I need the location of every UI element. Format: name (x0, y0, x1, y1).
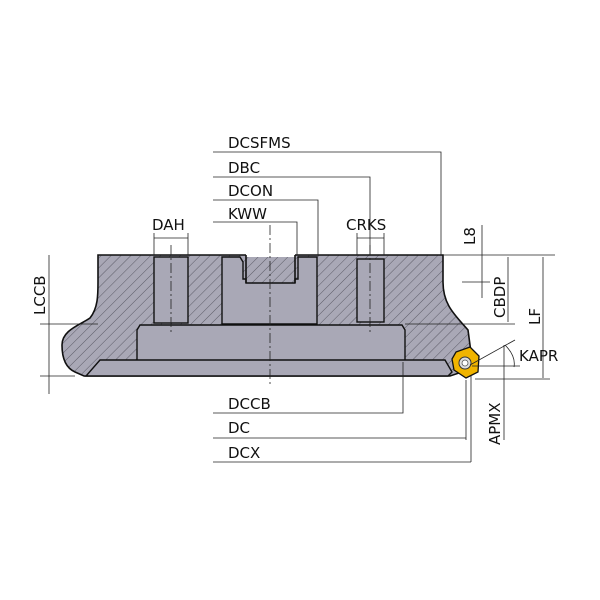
label-dc: DC (228, 419, 250, 437)
label-dbc: DBC (228, 159, 260, 177)
label-lccb: LCCB (31, 275, 49, 315)
label-dccb: DCCB (228, 395, 271, 413)
right-bolt-hole (356, 258, 385, 323)
label-crks: CRKS (346, 216, 386, 234)
label-dcsfms: DCSFMS (228, 134, 291, 152)
label-cbdp: CBDP (491, 277, 509, 318)
label-l8: L8 (461, 227, 479, 245)
label-dcx: DCX (228, 444, 260, 462)
insert (451, 346, 480, 379)
label-lf: LF (526, 308, 544, 325)
label-dcon: DCON (228, 182, 273, 200)
lower-bore-step (136, 324, 406, 363)
dimension-lines (40, 151, 555, 463)
bore-surfaces (84, 256, 453, 377)
label-kww: KWW (228, 205, 267, 223)
bottom-face-recess (84, 359, 453, 377)
label-apmx: APMX (486, 402, 504, 445)
keyway-slot (246, 253, 295, 257)
label-dah: DAH (152, 216, 185, 234)
label-kapr: KAPR (519, 347, 558, 365)
